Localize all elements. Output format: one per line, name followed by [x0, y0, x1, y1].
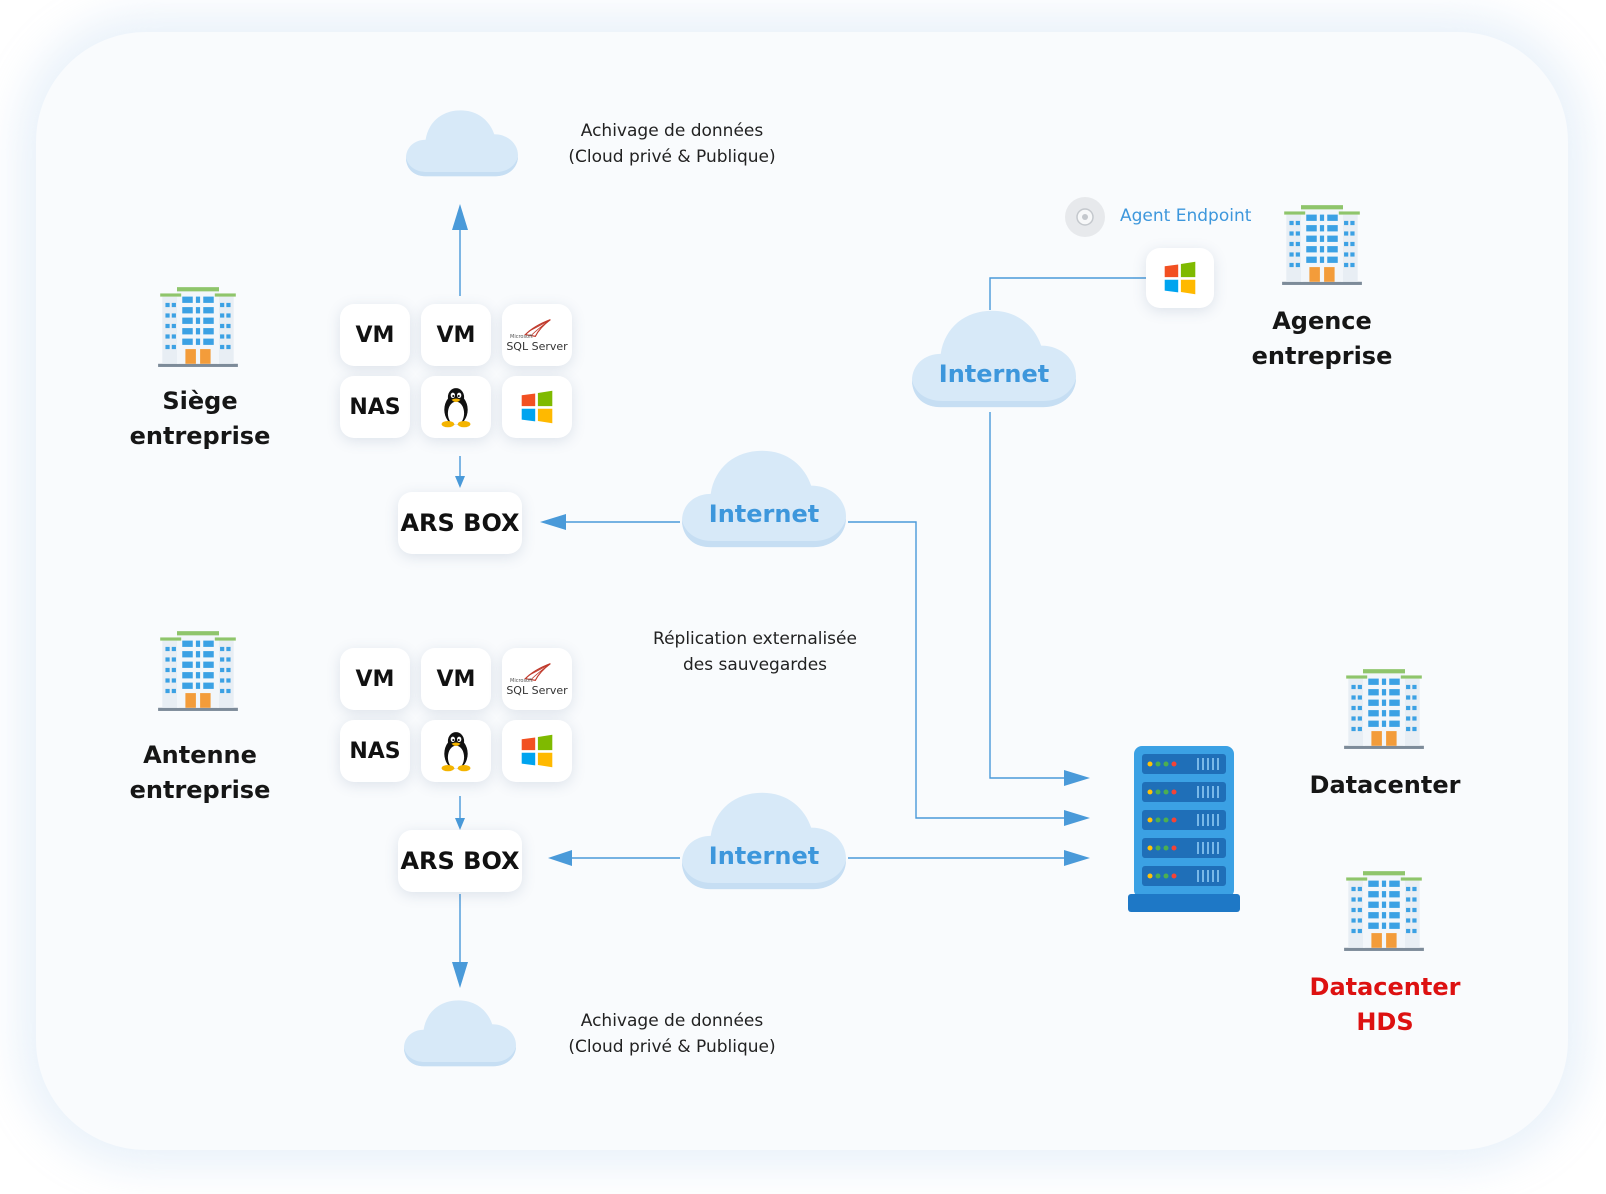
- internet-cloud-bottom: Internet: [682, 790, 846, 894]
- siege-ars-box: ARS BOX: [398, 492, 522, 554]
- arrow-up-archive-top: [452, 204, 468, 230]
- antenne-linux-tile: [421, 720, 491, 782]
- windows-logo-icon: [521, 734, 553, 768]
- windows-logo-icon: [1164, 261, 1196, 295]
- windows-logo-icon: [521, 390, 553, 424]
- line-internet-to-datacenter-2: [848, 521, 1068, 819]
- siege-label-line2: entreprise: [129, 422, 271, 450]
- sql-tile-text: SQL Server: [506, 339, 568, 353]
- agence-label: Agence entreprise: [1242, 304, 1402, 374]
- archive-note-bottom: Achivage de données (Cloud privé & Publi…: [552, 1008, 792, 1060]
- agent-endpoint-label: Agent Endpoint: [1120, 206, 1252, 226]
- datacenter-label-line1: Datacenter: [1309, 771, 1461, 799]
- cd-disc-icon: [1065, 197, 1105, 237]
- antenne-vm-tile-2: VM: [421, 648, 491, 710]
- archive-note-bottom-line1: Achivage de données: [580, 1011, 764, 1031]
- antenne-label-line1: Antenne: [143, 741, 257, 769]
- datacenter-building-icon: [1344, 669, 1424, 749]
- sql-tile-small-text: Microsoft: [510, 677, 533, 684]
- antenne-nas-tile: NAS: [340, 720, 410, 782]
- internet-cloud-middle: Internet: [682, 448, 846, 552]
- replication-note-line2: des sauvegardes: [682, 655, 828, 675]
- arrow-right-dc-3: [1064, 850, 1090, 866]
- datacenter-hds-building-icon: [1344, 871, 1424, 951]
- agence-windows-tile: [1146, 248, 1214, 308]
- siege-building-icon: [158, 287, 238, 367]
- arrow-right-dc-1: [1064, 770, 1090, 786]
- linux-tux-icon: [441, 732, 471, 772]
- sql-tile-text: SQL Server: [506, 683, 568, 697]
- arrow-right-dc-2: [1064, 810, 1090, 826]
- siege-windows-tile: [502, 376, 572, 438]
- archive-cloud-top-icon: [406, 110, 518, 177]
- antenne-ars-box: ARS BOX: [398, 830, 522, 892]
- antenne-building-icon: [158, 631, 238, 711]
- replication-note-line1: Réplication externalisée: [653, 629, 857, 649]
- archive-note-top: Achivage de données (Cloud privé & Publi…: [552, 118, 792, 170]
- line-agent-to-internet: [989, 277, 1146, 310]
- antenne-windows-tile: [502, 720, 572, 782]
- internet-cloud-top-label: Internet: [938, 360, 1050, 388]
- archive-cloud-bottom-icon: [404, 1000, 516, 1067]
- archive-note-top-line2: (Cloud privé & Publique): [568, 147, 776, 167]
- arrow-left-antenne-box: [548, 850, 572, 866]
- line-internet-to-datacenter-1: [989, 412, 1068, 779]
- archive-note-top-line1: Achivage de données: [580, 121, 764, 141]
- antenne-vm-tile-1: VM: [340, 648, 410, 710]
- arrow-left-siege-box: [540, 514, 566, 530]
- arrow-down-antenne-box: [455, 818, 465, 830]
- internet-cloud-middle-label: Internet: [708, 500, 820, 528]
- agence-label-line1: Agence: [1272, 307, 1372, 335]
- siege-nas-tile: NAS: [340, 376, 410, 438]
- siege-label-line1: Siège: [162, 387, 238, 415]
- linux-tux-icon: [441, 388, 471, 428]
- arrow-down-archive-bottom: [452, 962, 468, 988]
- datacenter-hds-label: Datacenter HDS: [1300, 970, 1470, 1040]
- internet-cloud-top: Internet: [912, 308, 1076, 412]
- replication-note: Réplication externalisée des sauvegardes: [630, 626, 880, 678]
- sql-tile-small-text: Microsoft: [510, 333, 533, 340]
- siege-vm-tile-1: VM: [340, 304, 410, 366]
- datacenter-label: Datacenter: [1300, 768, 1470, 803]
- datacenter-hds-label-line2: HDS: [1356, 1008, 1414, 1036]
- siege-label: Siège entreprise: [120, 384, 280, 454]
- internet-cloud-bottom-label: Internet: [708, 842, 820, 870]
- antenne-label: Antenne entreprise: [120, 738, 280, 808]
- archive-note-bottom-line2: (Cloud privé & Publique): [568, 1037, 776, 1057]
- siege-sql-tile: Microsoft SQL Server: [502, 304, 572, 366]
- siege-vm-tile-2: VM: [421, 304, 491, 366]
- datacenter-hds-label-line1: Datacenter: [1309, 973, 1461, 1001]
- antenne-sql-tile: Microsoft SQL Server: [502, 648, 572, 710]
- agence-label-line2: entreprise: [1251, 342, 1393, 370]
- server-rack-icon: [1128, 746, 1240, 912]
- arrow-down-siege-box: [455, 476, 465, 488]
- agence-building-icon: [1282, 205, 1362, 285]
- antenne-label-line2: entreprise: [129, 776, 271, 804]
- siege-linux-tile: [421, 376, 491, 438]
